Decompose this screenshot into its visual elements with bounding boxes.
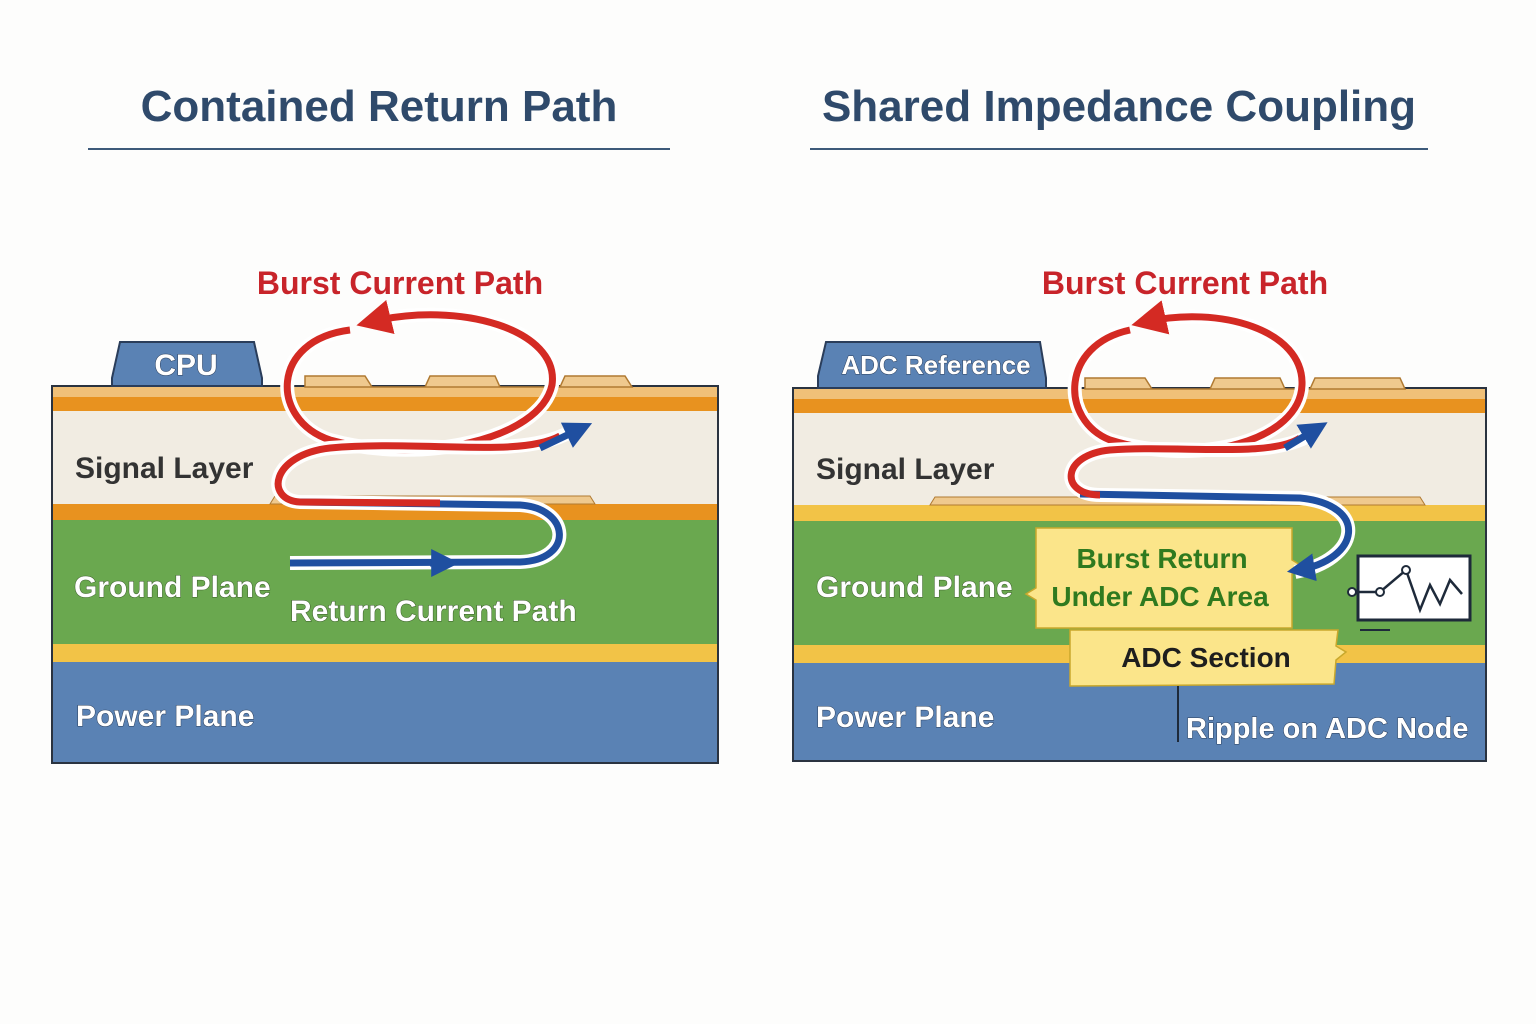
left-burst-label: Burst Current Path — [257, 265, 543, 301]
left-signal-layer-label: Signal Layer — [75, 452, 254, 485]
right-top-pads — [1084, 377, 1407, 390]
right-burst-return-line2: Under ADC Area — [1051, 581, 1269, 612]
right-burst-trace — [1067, 434, 1302, 499]
left-ground-plane-label: Ground Plane — [74, 571, 271, 604]
right-current-paths — [1064, 300, 1356, 582]
right-burst-return-box — [1024, 527, 1304, 629]
right-burst-return-line1: Burst Return — [1076, 543, 1247, 574]
right-burst-label: Burst Current Path — [1042, 265, 1328, 301]
right-up-arrow — [1283, 422, 1328, 451]
right-mid-copper — [794, 505, 1485, 521]
right-title-rule — [810, 148, 1428, 150]
left-title-rule — [88, 148, 670, 150]
right-top-copper — [794, 399, 1485, 413]
right-ripple-label: Ripple on ADC Node — [1186, 713, 1468, 745]
left-cpu-chip — [111, 341, 263, 387]
left-power-plane-label: Power Plane — [76, 700, 254, 733]
left-chip-label: CPU — [154, 349, 217, 382]
right-power-plane-label: Power Plane — [816, 701, 994, 734]
left-top-copper-light — [53, 387, 717, 397]
right-top-copper-light — [794, 389, 1485, 399]
right-signal-layer-label: Signal Layer — [816, 453, 995, 486]
right-ground-plane-label: Ground Plane — [816, 571, 1013, 604]
left-power-plane — [53, 662, 717, 762]
right-return-path — [1079, 490, 1352, 582]
left-burst-trace — [274, 432, 562, 507]
right-adc-reference-chip — [817, 341, 1047, 389]
left-return-label: Return Current Path — [290, 595, 577, 628]
left-top-copper — [53, 397, 717, 411]
left-panel-title: Contained Return Path — [140, 82, 618, 131]
left-signal-layer — [53, 411, 717, 504]
right-panel-title: Shared Impedance Coupling — [821, 82, 1417, 131]
waveform-monitor-icon — [1347, 554, 1472, 631]
left-stackup — [51, 341, 719, 764]
left-ground-plane — [53, 520, 717, 644]
left-current-paths — [271, 300, 593, 577]
left-up-arrow — [538, 422, 593, 452]
left-prepreg — [53, 644, 717, 662]
right-adc-section-label: ADC Section — [1121, 642, 1291, 673]
right-chip-label: ADC Reference — [841, 350, 1030, 380]
right-adc-section-box — [1069, 629, 1348, 687]
left-top-pads — [304, 375, 634, 388]
left-return-path — [289, 498, 563, 567]
